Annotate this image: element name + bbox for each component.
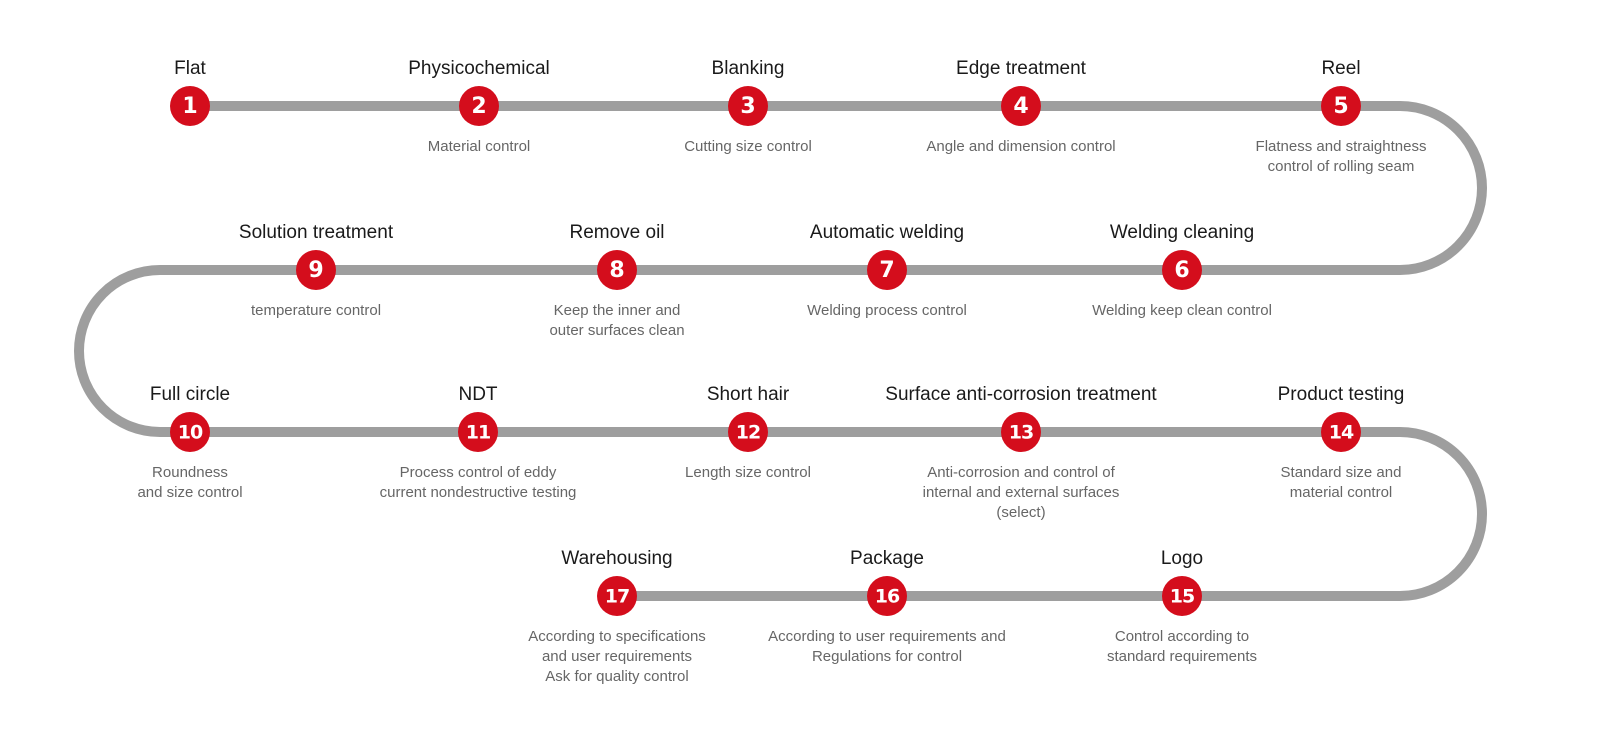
step-description-16: According to user requirements and Regul… (768, 628, 1006, 665)
step-title-9: Solution treatment (238, 222, 394, 243)
step-circle (728, 412, 768, 452)
serpentine-flow-line (74, 101, 1487, 601)
step-number: 1 (182, 94, 197, 119)
step-title-5: Reel (1321, 58, 1361, 79)
step-title-15: Logo (1160, 548, 1204, 569)
step-title-8: Remove oil (569, 222, 665, 243)
step-description-11: Process control of eddy current nondestr… (379, 464, 577, 501)
step-number: 14 (1329, 422, 1354, 444)
step-circle (296, 250, 336, 290)
step-title-2: Physicochemical (408, 58, 550, 79)
step-marker-8: 8 (597, 250, 637, 290)
step-number: 12 (736, 422, 760, 444)
step-marker-15: 15 (1162, 576, 1202, 616)
step-description-4: Angle and dimension control (926, 138, 1116, 155)
step-description-9: temperature control (250, 302, 382, 319)
step-marker-10: 10 (170, 412, 210, 452)
step-circle (458, 412, 498, 452)
step-description-12: Length size control (685, 464, 811, 481)
step-title-7: Automatic welding (809, 222, 965, 243)
step-description-10: Roundness and size control (137, 464, 243, 501)
step-circle (1321, 86, 1361, 126)
step-title-16: Package (850, 548, 924, 569)
step-number: 3 (740, 94, 755, 119)
step-title-13: Surface anti-corrosion treatment (885, 384, 1157, 405)
step-marker-11: 11 (458, 412, 498, 452)
step-title-4: Edge treatment (956, 58, 1086, 79)
step-marker-17: 17 (597, 576, 637, 616)
step-marker-6: 6 (1162, 250, 1202, 290)
step-circle (1162, 576, 1202, 616)
step-marker-12: 12 (728, 412, 768, 452)
step-description-13: Anti-corrosion and control of internal a… (922, 464, 1120, 521)
step-number: 15 (1170, 586, 1194, 608)
step-description-5: Flatness and straightness control of rol… (1255, 138, 1427, 175)
step-marker-1: 1 (170, 86, 210, 126)
step-number: 7 (879, 258, 894, 283)
step-marker-5: 5 (1321, 86, 1361, 126)
step-marker-3: 3 (728, 86, 768, 126)
step-number: 5 (1333, 94, 1348, 119)
step-title-1: Flat (174, 58, 206, 79)
step-circle (1001, 86, 1041, 126)
step-description-8: Keep the inner and outer surfaces clean (549, 302, 685, 339)
step-description-17: According to specifications and user req… (528, 628, 706, 685)
step-circle (597, 250, 637, 290)
step-circle (1321, 412, 1361, 452)
step-title-10: Full circle (149, 384, 231, 405)
step-marker-16: 16 (867, 576, 907, 616)
step-circle (867, 576, 907, 616)
step-description-3: Cutting size control (684, 138, 812, 155)
step-marker-4: 4 (1001, 86, 1041, 126)
step-number: 16 (875, 586, 900, 608)
step-circle (170, 412, 210, 452)
step-number: 8 (609, 258, 624, 283)
step-title-6: Welding cleaning (1109, 222, 1255, 243)
step-description-7: Welding process control (807, 302, 967, 319)
step-title-11: NDT (458, 384, 498, 405)
step-number: 4 (1013, 94, 1028, 119)
step-marker-2: 2 (459, 86, 499, 126)
step-marker-7: 7 (867, 250, 907, 290)
step-number: 6 (1174, 258, 1189, 283)
step-description-15: Control according to standard requiremen… (1106, 628, 1258, 665)
step-number: 10 (178, 422, 203, 444)
step-marker-14: 14 (1321, 412, 1361, 452)
step-circle (459, 86, 499, 126)
step-title-14: Product testing (1277, 384, 1405, 405)
step-title-17: Warehousing (561, 548, 673, 569)
step-description-2: Material control (427, 138, 531, 155)
step-title-12: Short hair (706, 384, 790, 405)
step-number: 17 (605, 586, 629, 608)
step-title-3: Blanking (711, 58, 785, 79)
step-circle (597, 576, 637, 616)
step-circle (728, 86, 768, 126)
step-description-14: Standard size and material control (1280, 464, 1402, 501)
step-number: 9 (308, 258, 323, 283)
step-number: 13 (1009, 422, 1033, 444)
step-marker-9: 9 (296, 250, 336, 290)
step-description-6: Welding keep clean control (1092, 302, 1272, 319)
step-number: 11 (466, 422, 490, 444)
step-circle (867, 250, 907, 290)
step-marker-13: 13 (1001, 412, 1041, 452)
step-circle (170, 86, 210, 126)
step-number: 2 (471, 94, 486, 119)
step-circle (1001, 412, 1041, 452)
step-circle (1162, 250, 1202, 290)
